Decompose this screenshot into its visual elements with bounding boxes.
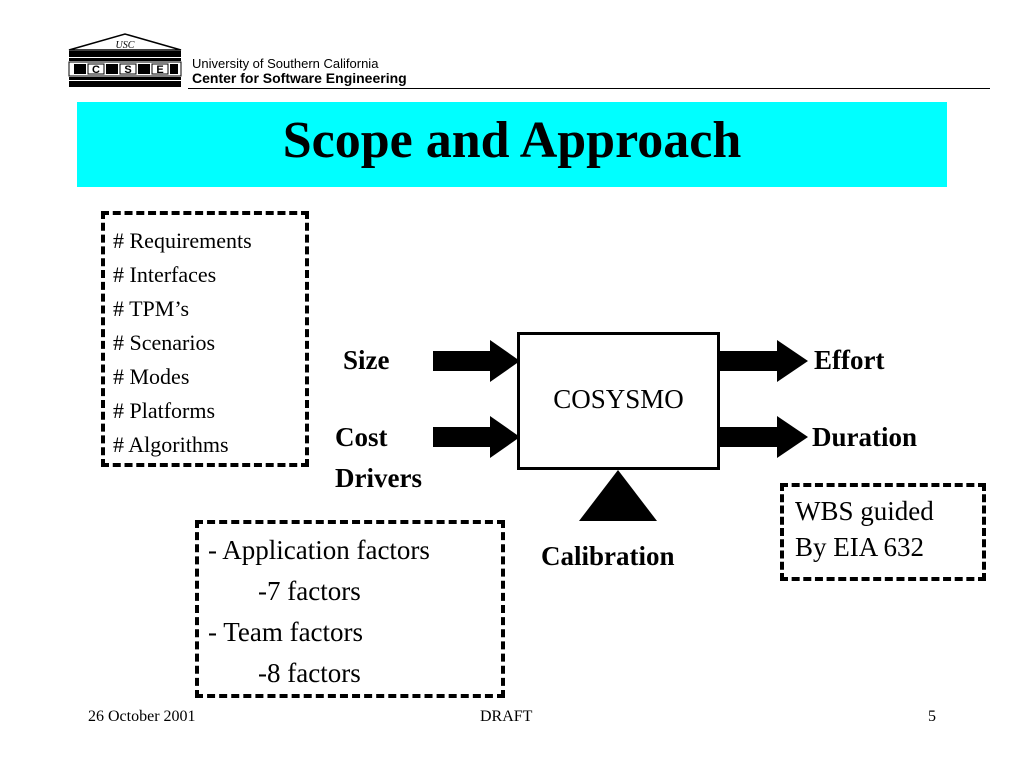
metric-tpms: # TPM’s bbox=[113, 296, 190, 321]
slide-title: Scope and Approach bbox=[282, 111, 742, 169]
logo-letter-e: E bbox=[156, 64, 163, 76]
metric-requirements: # Requirements bbox=[113, 228, 252, 253]
usc-cse-logo: USC C S E bbox=[68, 33, 182, 87]
cosysmo-box bbox=[517, 332, 720, 470]
org-name: University of Southern California bbox=[192, 56, 379, 71]
cost-label: Cost bbox=[335, 422, 388, 452]
metric-interfaces: # Interfaces bbox=[113, 262, 217, 287]
application-factor-count: -7 factors bbox=[258, 576, 361, 606]
logo-letter-c: C bbox=[92, 64, 100, 76]
size-metrics-box bbox=[101, 211, 309, 467]
effort-label: Effort bbox=[814, 345, 885, 375]
wbs-line-1: WBS guided bbox=[795, 496, 934, 526]
size-label: Size bbox=[343, 345, 390, 375]
size-metrics-list: # Requirements # Interfaces # TPM’s # Sc… bbox=[113, 224, 252, 462]
drivers-label: Drivers bbox=[335, 463, 422, 493]
duration-label: Duration bbox=[812, 422, 918, 452]
cost-factors-list: - Application factors -7 factors - Team … bbox=[208, 530, 430, 694]
metric-platforms: # Platforms bbox=[113, 398, 216, 423]
cost-factors-box bbox=[195, 520, 505, 698]
footer-status: DRAFT bbox=[480, 708, 533, 725]
metric-scenarios: # Scenarios bbox=[113, 330, 216, 355]
calibration-label: Calibration bbox=[541, 541, 675, 571]
metric-modes: # Modes bbox=[113, 364, 190, 389]
wbs-line-2: By EIA 632 bbox=[795, 532, 925, 562]
footer-page-number: 5 bbox=[928, 708, 936, 725]
effort-arrow bbox=[720, 340, 808, 382]
logo-pediment-text: USC bbox=[116, 40, 135, 51]
logo-letter-s: S bbox=[124, 64, 131, 76]
team-factors: - Team factors bbox=[208, 617, 364, 647]
metric-algorithms: # Algorithms bbox=[113, 432, 229, 457]
cost-drivers-arrow bbox=[433, 416, 520, 458]
wbs-note-box bbox=[780, 483, 986, 581]
footer-date: 26 October 2001 bbox=[88, 708, 196, 725]
calibration-triangle bbox=[579, 470, 657, 521]
org-center-name: Center for Software Engineering bbox=[192, 70, 407, 86]
duration-arrow bbox=[720, 416, 808, 458]
title-band: Scope and Approach bbox=[77, 102, 947, 187]
size-arrow bbox=[433, 340, 520, 382]
header-rule bbox=[188, 88, 990, 89]
cosysmo-label: COSYSMO bbox=[553, 384, 684, 414]
team-factor-count: -8 factors bbox=[258, 658, 361, 688]
application-factors: - Application factors bbox=[208, 535, 430, 565]
wbs-note: WBS guided By EIA 632 bbox=[795, 493, 934, 565]
